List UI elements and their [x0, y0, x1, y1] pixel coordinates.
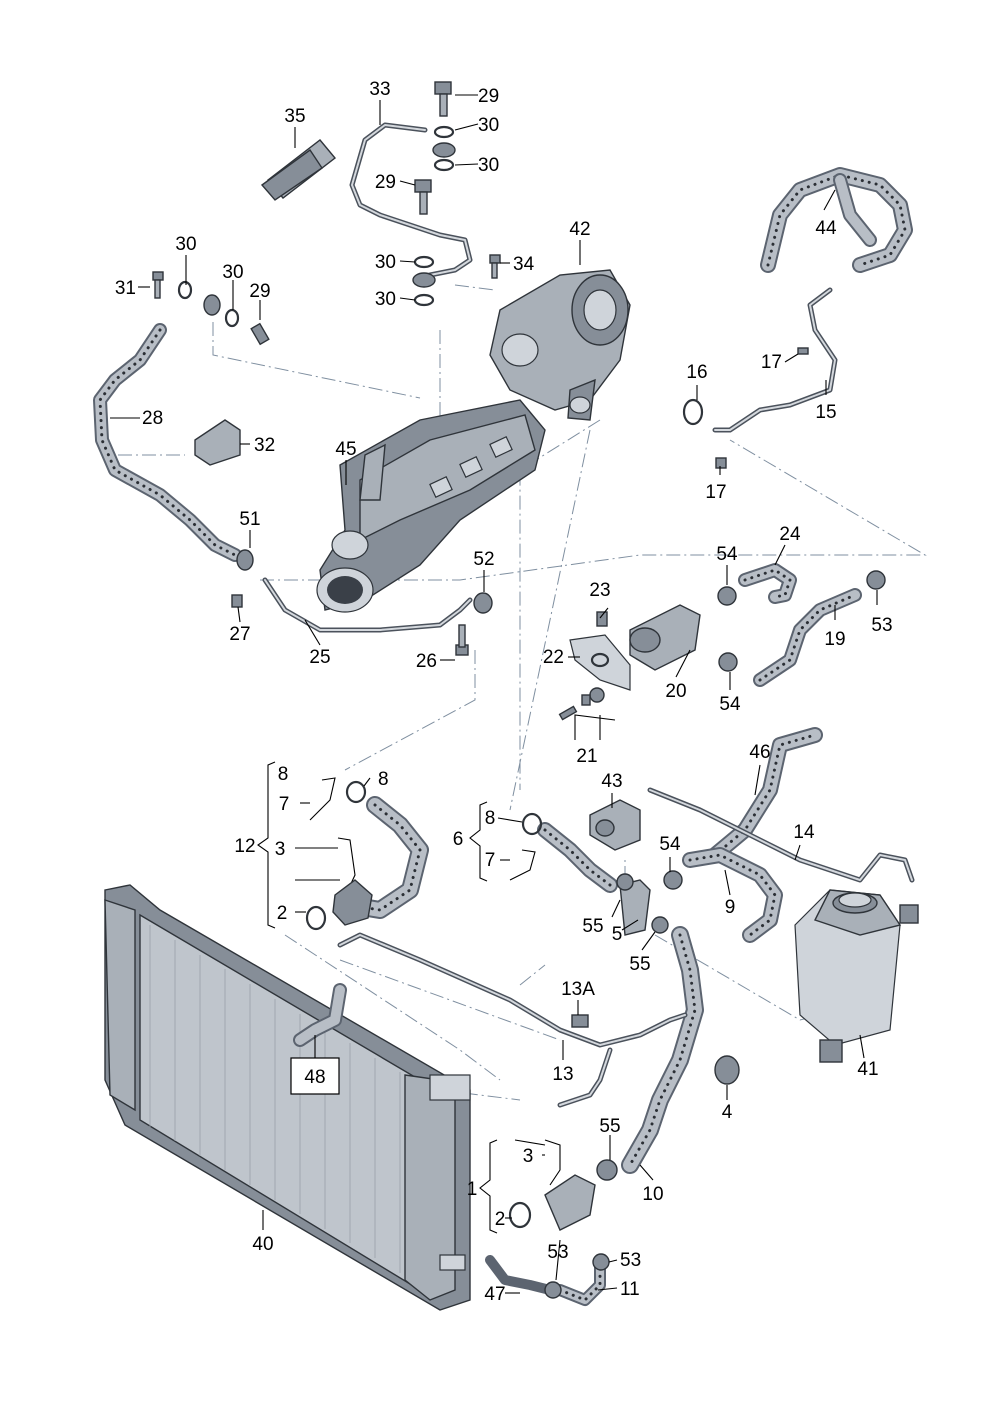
label-35: 35	[284, 106, 305, 127]
label-28: 28	[142, 408, 163, 429]
label-13A: 13A	[561, 979, 595, 1000]
label-23: 23	[589, 580, 610, 601]
label-54-mid: 54	[719, 694, 741, 715]
label-13: 13	[552, 1064, 573, 1085]
label-29-mid: 29	[375, 172, 396, 193]
label-30-top-2: 30	[478, 155, 499, 176]
label-34: 34	[513, 254, 535, 275]
label-3-upper: 3	[275, 839, 286, 860]
label-1: 1	[467, 1179, 478, 1200]
label-29-left: 29	[249, 281, 270, 302]
label-22: 22	[543, 647, 564, 668]
label-24: 24	[779, 524, 801, 545]
label-17-lower: 17	[705, 482, 726, 503]
label-32: 32	[254, 435, 275, 456]
label-47: 47	[484, 1284, 505, 1305]
label-14: 14	[793, 822, 815, 843]
label-29-top: 29	[478, 86, 499, 107]
label-53-right: 53	[871, 615, 892, 636]
label-44: 44	[815, 218, 837, 239]
label-7-group6: 7	[485, 850, 496, 871]
label-55-mid: 55	[629, 954, 650, 975]
label-3-lower: 3	[523, 1146, 534, 1167]
label-4: 4	[722, 1102, 733, 1123]
label-55-upper: 55	[582, 916, 603, 937]
label-45: 45	[335, 439, 356, 460]
pipes	[262, 122, 915, 1108]
part-labels: 33 29 30 30 29 30 30 35 30 30 31 29 34 4…	[115, 79, 893, 1305]
label-30-mid-1: 30	[375, 252, 396, 273]
label-21: 21	[576, 746, 597, 767]
label-2-lower: 2	[495, 1209, 506, 1230]
label-5: 5	[612, 924, 623, 945]
label-9: 9	[725, 897, 736, 918]
label-12: 12	[234, 836, 255, 857]
label-2-upper: 2	[277, 903, 288, 924]
label-51: 51	[239, 509, 260, 530]
label-8-group12-b: 8	[378, 769, 389, 790]
label-40: 40	[252, 1234, 273, 1255]
label-33: 33	[369, 79, 390, 100]
label-25: 25	[309, 647, 330, 668]
small-parts	[152, 81, 886, 1299]
label-7-group12: 7	[279, 794, 290, 815]
exhaust-manifold	[316, 399, 546, 613]
radiator	[104, 884, 471, 1311]
label-48: 48	[304, 1067, 325, 1088]
water-pump	[489, 269, 631, 421]
label-16: 16	[686, 362, 707, 383]
label-53-bottom-right: 53	[620, 1250, 641, 1271]
highlighted-label-48: 48	[290, 1057, 340, 1095]
label-19: 19	[824, 629, 845, 650]
label-26: 26	[416, 651, 437, 672]
leader-lines	[110, 94, 878, 1294]
label-54-lower: 54	[659, 834, 681, 855]
label-30-left-1: 30	[175, 234, 196, 255]
label-54-upper: 54	[716, 544, 738, 565]
label-17-upper: 17	[761, 352, 782, 373]
hoses	[93, 167, 913, 1306]
label-27: 27	[229, 624, 250, 645]
label-11: 11	[620, 1279, 640, 1300]
label-41: 41	[857, 1059, 878, 1080]
label-8-group12-a: 8	[278, 764, 289, 785]
label-8-group6: 8	[485, 808, 496, 829]
label-31: 31	[115, 278, 136, 299]
label-10: 10	[642, 1184, 663, 1205]
label-52: 52	[473, 549, 494, 570]
label-46: 46	[749, 742, 770, 763]
label-15: 15	[815, 402, 836, 423]
label-30-top-1: 30	[478, 115, 499, 136]
label-30-mid-2: 30	[375, 289, 396, 310]
label-53-bottom-left: 53	[547, 1242, 568, 1263]
label-6: 6	[453, 829, 464, 850]
expansion-tank	[794, 889, 919, 1063]
label-43: 43	[601, 771, 622, 792]
label-20: 20	[665, 681, 686, 702]
label-30-left-2: 30	[222, 262, 243, 283]
label-42: 42	[569, 219, 590, 240]
label-55-lower: 55	[599, 1116, 620, 1137]
